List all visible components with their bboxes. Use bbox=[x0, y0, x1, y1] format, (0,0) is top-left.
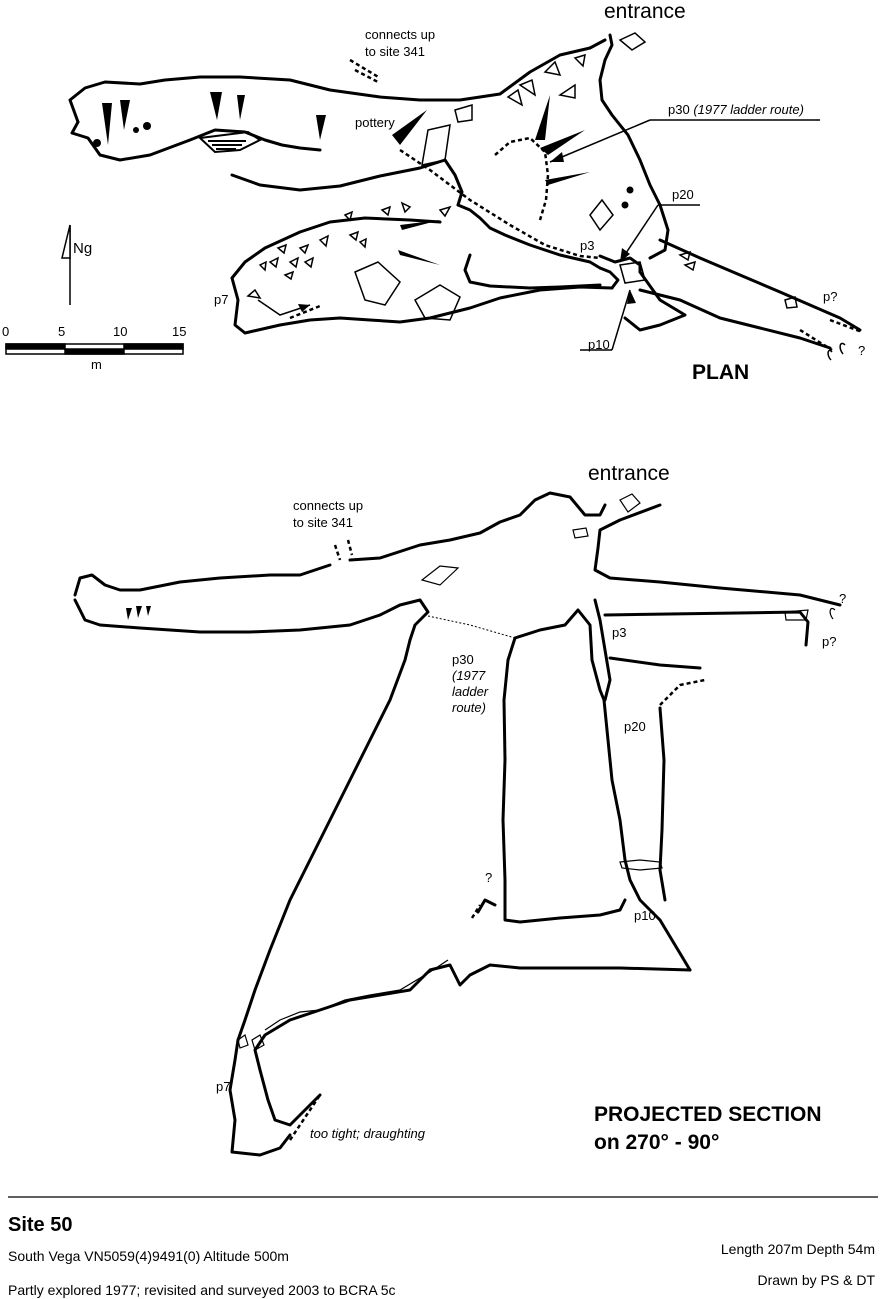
section-p-question-label: p? bbox=[822, 634, 837, 649]
scale-tick-5: 5 bbox=[58, 324, 66, 339]
scale-unit-label: m bbox=[91, 357, 102, 372]
cave-plan-drawing bbox=[5, 32, 863, 361]
section-p30-label: p30 bbox=[452, 652, 474, 667]
plan-pottery-label: pottery bbox=[355, 115, 395, 130]
section-p30-ladder: ladder bbox=[452, 684, 489, 699]
cave-section-drawing bbox=[8, 491, 878, 1198]
plan-p-question-label: p? bbox=[823, 289, 838, 304]
scale-tick-0: 0 bbox=[2, 324, 10, 339]
plan-p30-text: p30 bbox=[668, 102, 690, 117]
section-connects-up-label: connects up bbox=[293, 498, 364, 513]
length-depth: Length 207m Depth 54m bbox=[720, 1241, 875, 1257]
section-site-341-label: to site 341 bbox=[293, 515, 353, 530]
section-p30-year: (1977 bbox=[452, 668, 486, 683]
section-p7-label: p7 bbox=[216, 1079, 231, 1094]
site-history: Partly explored 1977; revisited and surv… bbox=[8, 1282, 396, 1298]
scale-tick-15: 15 bbox=[172, 324, 187, 339]
plan-p10-label: p10 bbox=[588, 337, 610, 352]
section-p20-label: p20 bbox=[624, 719, 646, 734]
plan-connects-up-label: connects up bbox=[365, 27, 436, 42]
section-p10-label: p10 bbox=[634, 908, 656, 923]
section-title-line2: on 270° - 90° bbox=[594, 1131, 720, 1154]
plan-p20-label: p20 bbox=[672, 187, 694, 202]
section-question-top: ? bbox=[839, 591, 847, 606]
site-name: Site 50 bbox=[8, 1214, 73, 1236]
section-p3-label: p3 bbox=[612, 625, 627, 640]
section-entrance-label: entrance bbox=[588, 462, 670, 485]
scale-tick-10: 10 bbox=[113, 324, 128, 339]
plan-p3-label: p3 bbox=[580, 238, 595, 253]
plan-question-label: ? bbox=[858, 343, 866, 358]
plan-site-341-label: to site 341 bbox=[365, 44, 425, 59]
section-p30-route: route) bbox=[452, 700, 486, 715]
section-title-line1: PROJECTED SECTION bbox=[594, 1103, 822, 1126]
site-location: South Vega VN5059(4)9491(0) Altitude 500… bbox=[8, 1248, 289, 1264]
plan-entrance-label: entrance bbox=[604, 0, 686, 23]
section-question-mid: ? bbox=[485, 870, 493, 885]
plan-title: PLAN bbox=[692, 361, 750, 384]
section-too-tight-label: too tight; draughting bbox=[310, 1126, 425, 1141]
plan-p30-note: (1977 ladder route) bbox=[693, 102, 804, 117]
plan-p7-label: p7 bbox=[214, 292, 229, 307]
north-arrow-label: Ng bbox=[73, 240, 93, 257]
drawn-by: Drawn by PS & DT bbox=[757, 1272, 875, 1288]
plan-p30-label: p30 (1977 ladder route) bbox=[668, 102, 804, 117]
